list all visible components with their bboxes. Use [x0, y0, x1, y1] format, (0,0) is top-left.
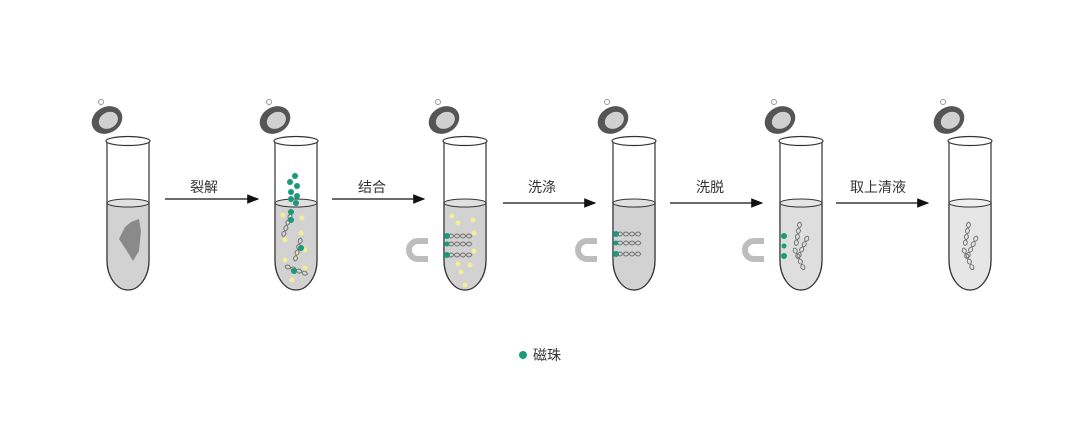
cap-icon	[423, 99, 465, 140]
legend-label-beads: 磁珠	[533, 348, 561, 364]
cap-icon	[254, 99, 296, 140]
tube-2	[254, 99, 319, 291]
cap-icon	[928, 99, 970, 140]
cap-icon	[592, 99, 634, 140]
tube-4	[578, 99, 657, 291]
tube-1	[86, 99, 151, 291]
step-label-wash: 洗涤	[528, 180, 556, 196]
tube-5	[745, 99, 824, 291]
step-label-elution: 洗脱	[696, 180, 724, 196]
magnet-icon	[745, 241, 764, 259]
step-label-supernatant: 取上清液	[850, 180, 906, 196]
step-label-lysis: 裂解	[190, 180, 218, 196]
tube-6	[928, 99, 993, 291]
magnet-icon	[578, 241, 597, 259]
bead-icons	[287, 173, 304, 274]
step-label-binding: 结合	[358, 180, 386, 196]
magnet-icon	[409, 241, 428, 259]
legend: 磁珠	[519, 345, 561, 365]
cap-icon	[86, 99, 128, 140]
tube-3	[409, 99, 488, 291]
cap-icon	[759, 99, 801, 140]
bead-legend-icon	[519, 351, 527, 359]
tissue-sample-icon	[119, 219, 141, 261]
